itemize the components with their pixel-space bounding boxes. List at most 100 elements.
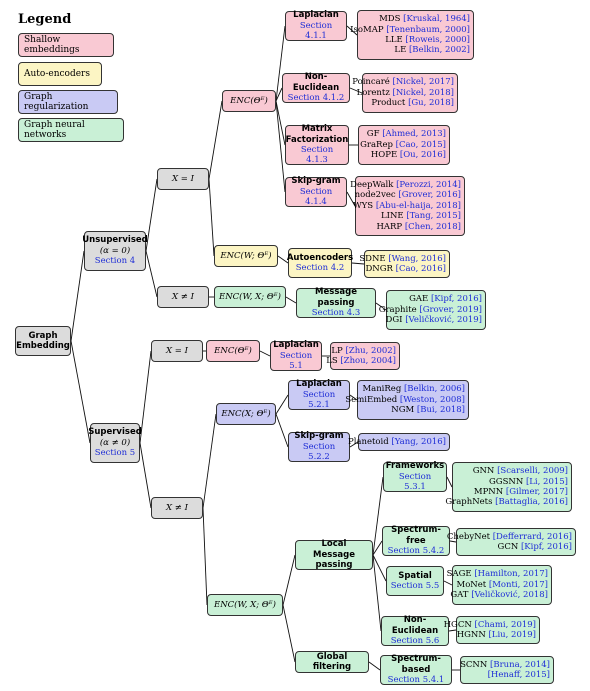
citation: [Grover, 2016] [398, 190, 461, 201]
method-name: node2vec [354, 190, 399, 201]
citation: [Veličković, 2019] [405, 315, 482, 326]
legend-title: Legend [18, 12, 72, 27]
enc-unsup-shallow: ENC(Θᴱ) [222, 90, 276, 112]
leaf-autoencoders: SDNE [Wang, 2016]DNGR [Cao, 2016] [359, 250, 450, 278]
method-title: Global filtering [312, 651, 352, 672]
leaf-entry: IsoMAP [Tenenbaum, 2000] [350, 25, 470, 35]
method-title: Matrix [301, 124, 333, 135]
enc-sup-gnn: ENC(W, X; Θᴱ) [207, 594, 283, 616]
leaf-entry: Lorentz [Nickel, 2018] [357, 88, 454, 98]
connector-line [275, 413, 289, 448]
citation: [Zhou, 2004] [340, 356, 396, 366]
connector-line [346, 25, 358, 36]
connector-line [202, 507, 208, 606]
citation: [Scarselli, 2009] [497, 466, 568, 477]
leaf-entry: GAE [Kipf, 2016] [409, 294, 482, 304]
method-name: SDNE [359, 253, 389, 264]
connector-line [346, 191, 356, 207]
method-name: WYS [352, 200, 376, 211]
method-name: LP [331, 345, 346, 356]
connector-line [449, 540, 457, 543]
leaf-entry: DGI [Veličković, 2019] [386, 315, 482, 325]
leaf-noneuclidean-sup: HGCN [Chami, 2019]HGNN [Liu, 2019] [444, 616, 540, 644]
leaf-entry: HGNN [Liu, 2019] [457, 630, 536, 640]
method-name: DNGR [365, 264, 396, 274]
method-name: LE [394, 45, 409, 56]
method-name: MoNet [456, 579, 489, 590]
method-name: Graphite [378, 304, 420, 315]
leaf-noneuclidean-unsup: Poincaré [Nickel, 2017]Lorentz [Nickel, … [352, 73, 458, 113]
citation: [Bruna, 2014] [490, 659, 550, 670]
leaf-entry: Product [Gu, 2018] [371, 98, 454, 108]
leaf-entry: GGSNN [Li, 2015] [489, 477, 568, 487]
leaf-laplacian-sup: LP [Zhu, 2002]LS [Zhou, 2004] [326, 342, 400, 370]
method-name: SemiEmbed [345, 394, 400, 405]
leaf-entry: Graphite [Grover, 2019] [379, 305, 482, 315]
method-name: GAT [450, 590, 472, 601]
method-laplacian-reg: Laplacian Section 5.2.1 [288, 379, 350, 411]
node-unsupervised: Unsupervised (α = 0) Section 4 [82, 231, 148, 271]
connector-line [145, 178, 158, 252]
citation: [Perozzi, 2014] [396, 179, 461, 190]
method-autoencoders: Autoencoders Section 4.2 [287, 248, 353, 278]
citation: [Ahmed, 2013] [382, 129, 446, 140]
leaf-entry: node2vec [Grover, 2016] [355, 190, 461, 200]
method-name: SAGE [446, 569, 475, 580]
leaf-entry: ChebyNet [Defferrard, 2016] [447, 532, 572, 542]
leaf-laplacian-reg: ManiReg [Belkin, 2006]SemiEmbed [Weston,… [345, 380, 469, 420]
method-name: NGM [391, 405, 417, 416]
method-name: [Henaff, 2015] [487, 670, 550, 680]
unsupervised-section: Section 4 [94, 256, 136, 267]
citation: [Kipf, 2016] [520, 542, 572, 552]
connector-line [277, 255, 289, 264]
method-section: Section 5.2.1 [302, 389, 336, 411]
leaf-entry: WYS [Abu-el-haija, 2018] [353, 201, 461, 211]
method-name: Lorentz [356, 87, 393, 98]
method-name: MPNN [473, 487, 506, 497]
connector-line [259, 350, 271, 357]
connector-line [285, 296, 297, 304]
citation: [Yang, 2016] [391, 436, 446, 447]
leaf-entry: GCN [Kipf, 2016] [498, 542, 572, 552]
leaf-entry: MoNet [Monti, 2017] [456, 580, 548, 590]
citation: [Nickel, 2017] [392, 77, 454, 88]
connector-line [282, 554, 296, 606]
connector-line [70, 250, 85, 342]
method-section: Section 5.3.1 [398, 471, 432, 493]
supervised-title: Supervised [88, 427, 142, 438]
method-section: Section 5.5 [390, 581, 440, 591]
connector-line [349, 441, 359, 448]
method-section: Section 5.1 [279, 350, 313, 372]
connector-line [446, 476, 453, 488]
legend-graph-regularization: Graph regularization [18, 90, 118, 114]
method-laplacian-unsup: Laplacian Section 4.1.1 [285, 10, 347, 41]
connector-line [139, 350, 152, 444]
method-section: Section 4.1.3 [300, 145, 334, 166]
method-matrix-factorization: Matrix Factorization Section 4.1.3 [285, 124, 349, 166]
root-graph-embedding: Graph Embedding [15, 326, 71, 356]
citation: [Wang, 2016] [388, 253, 446, 264]
method-name: LINE [380, 211, 407, 222]
citation: [Battaglia, 2016] [495, 497, 568, 508]
method-title: Laplacian [273, 340, 319, 351]
method-name: HOPE [370, 150, 400, 161]
method-name: ManiReg [362, 384, 404, 395]
citation: [Kruskal, 1964] [403, 14, 470, 25]
connector-line [139, 442, 152, 509]
connector-line [275, 100, 286, 146]
connector-line [448, 629, 457, 632]
method-title: Skip-gram [291, 176, 341, 187]
leaf-entry: SemiEmbed [Weston, 2008] [345, 395, 465, 405]
leaf-entry: LLE [Roweis, 2000] [385, 35, 470, 45]
connector-line [443, 580, 453, 586]
citation: [Liu, 2019] [488, 630, 536, 640]
leaf-matrix-factorization: GF [Ahmed, 2013]GraRep [Cao, 2015]HOPE [… [358, 125, 450, 165]
leaf-skipgram-reg: Planetoid [Yang, 2016] [348, 433, 450, 451]
leaf-entry: LE [Belkin, 2002] [394, 45, 470, 55]
leaf-entry: GAT [Veličković, 2018] [450, 590, 548, 600]
leaf-entry: [Henaff, 2015] [488, 670, 550, 680]
leaf-entry: DNGR [Cao, 2016] [365, 264, 446, 274]
method-name: LS [326, 356, 341, 366]
method-name: GGSNN [488, 476, 526, 487]
